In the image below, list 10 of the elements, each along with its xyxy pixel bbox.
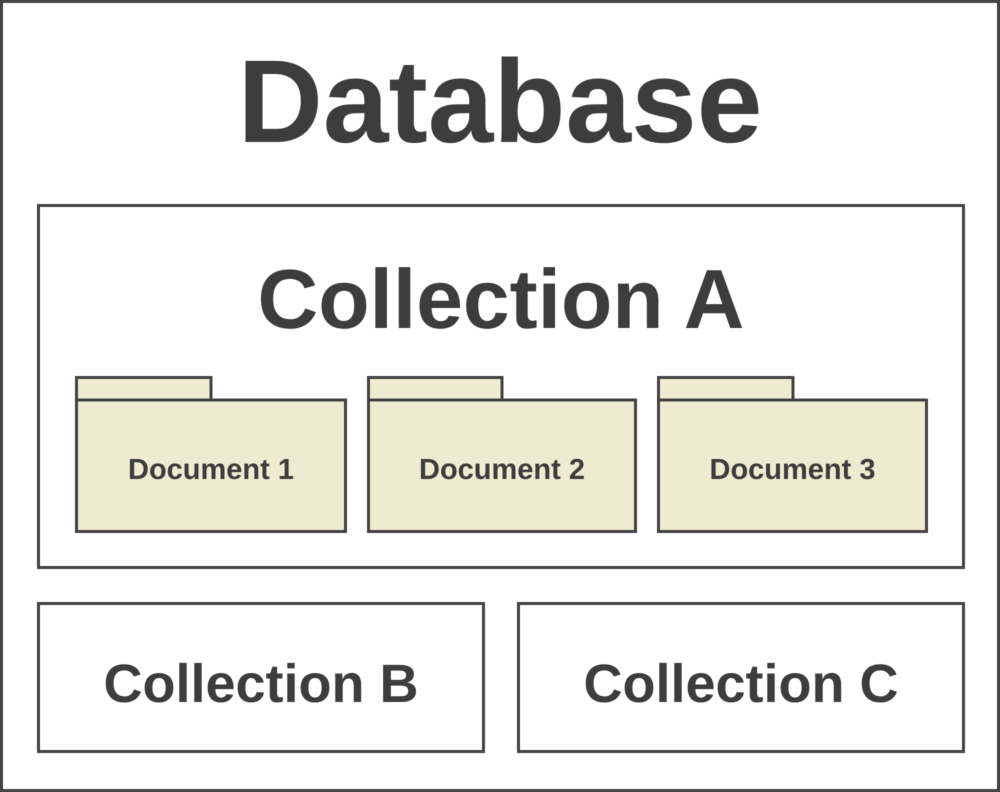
collection-title: Collection A <box>256 257 746 341</box>
document-label: Document 2 <box>418 456 586 485</box>
collection-title: Collection B <box>102 657 420 711</box>
database-title: Database <box>236 43 764 161</box>
collection-title: Collection C <box>582 657 900 711</box>
collection-box <box>37 204 965 569</box>
document-label: Document 1 <box>127 456 295 485</box>
collection-box <box>37 602 485 753</box>
document-label: Document 3 <box>708 456 876 485</box>
collection-box <box>517 602 965 753</box>
